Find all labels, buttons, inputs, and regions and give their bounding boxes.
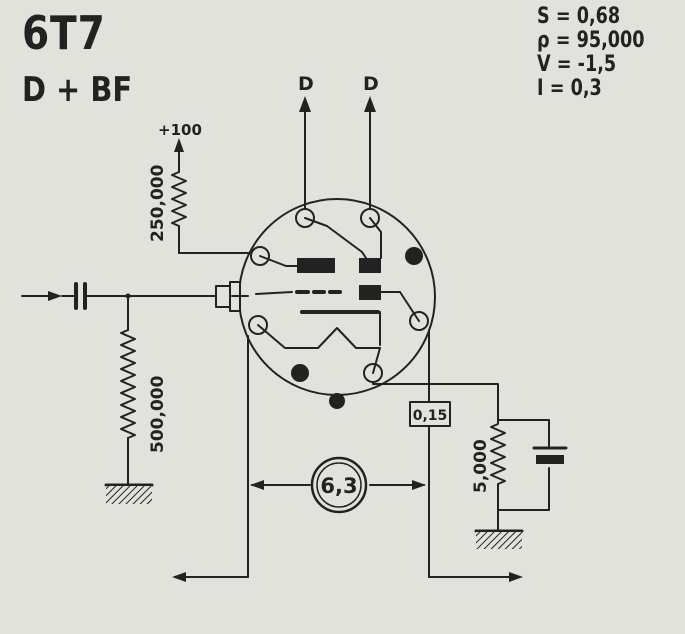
diode-output-label-1: D xyxy=(298,73,314,95)
param-v: V = -1,5 xyxy=(537,52,617,77)
heater-voltage-label: 6,3 xyxy=(320,474,357,498)
ground-grid xyxy=(104,483,154,504)
plate-resistor xyxy=(171,159,253,254)
heater-current-box xyxy=(409,401,451,427)
tube-envelope xyxy=(238,198,436,409)
cathode-circuit xyxy=(372,381,550,531)
ground-cathode xyxy=(474,529,524,549)
coupling-capacitor xyxy=(61,282,221,310)
diode-output-arrow-1 xyxy=(299,96,311,218)
cathode-capacitor xyxy=(532,446,568,464)
tube-function-subtitle: D + BF xyxy=(22,70,133,110)
param-i: I = 0,3 xyxy=(537,76,602,101)
heater-leads xyxy=(172,329,523,582)
diode-output-arrow-2 xyxy=(364,96,376,218)
diode-output-label-2: D xyxy=(363,73,379,95)
grid-resistor-label: 500,000 xyxy=(148,375,168,453)
param-rho: ρ = 95,000 xyxy=(537,28,645,53)
tube-type-title: 6T7 xyxy=(22,6,106,60)
input-arrow xyxy=(21,291,62,301)
supply-arrow xyxy=(174,138,184,161)
heater-current-label: 0,15 xyxy=(413,408,448,424)
grid-resistor xyxy=(120,295,136,485)
tube-electrodes xyxy=(231,217,420,374)
plate-resistor-label: 250,000 xyxy=(148,164,168,242)
param-s: S = 0,68 xyxy=(537,4,621,29)
supply-voltage-label: +100 xyxy=(158,121,202,139)
heater-voltage-dimension xyxy=(250,456,426,514)
cathode-resistor-label: 5,000 xyxy=(471,439,491,493)
